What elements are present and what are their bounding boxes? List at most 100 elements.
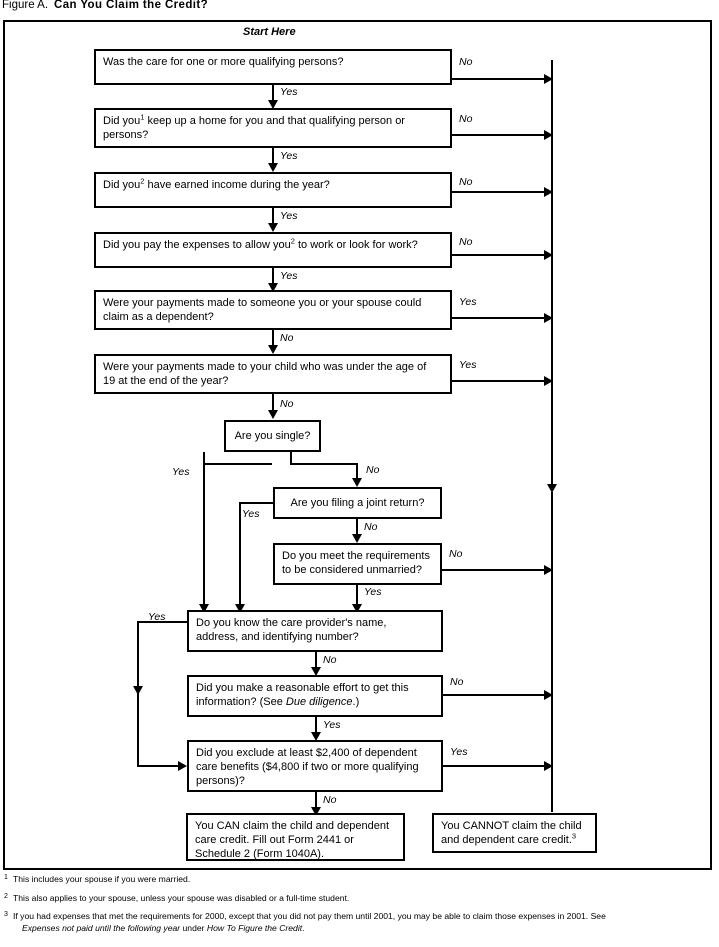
question-box-q6[interactable]: Were your payments made to your child wh… xyxy=(94,354,452,394)
q4-text: Did you pay the expenses to allow you2 t… xyxy=(103,237,443,252)
label-q3-yes: Yes xyxy=(280,210,298,222)
q2-line2: persons? xyxy=(103,129,149,141)
label-q12-yes: Yes xyxy=(450,746,468,758)
q5-line2: claim as a dependent? xyxy=(103,311,214,323)
arrowhead-q12-no xyxy=(311,807,321,816)
q3-line1-a: Did you xyxy=(103,179,141,191)
connector-q3-yes xyxy=(272,208,274,226)
q11-line1: Did you make a reasonable effort to get … xyxy=(196,682,409,694)
connector-q11-yes xyxy=(315,717,317,735)
arrowhead-q9-yes xyxy=(352,604,362,613)
arrowhead-q12-yes xyxy=(544,761,553,771)
footnote-3-text-a: If you had expenses that met the require… xyxy=(13,911,606,921)
arrowhead-q4-no xyxy=(544,250,553,260)
arrowhead-q9-no xyxy=(544,565,553,575)
connector-q11-no xyxy=(443,694,545,696)
connector-q7-yes-horizontal xyxy=(203,463,272,465)
label-q1-no: No xyxy=(459,56,473,68)
connector-q7-no-stub xyxy=(290,452,292,465)
q1-text: Was the care for one or more qualifying … xyxy=(103,56,344,68)
question-box-q10[interactable]: Do you know the care provider's name, ad… xyxy=(187,610,443,652)
result-cannot-line2-a: and dependent care credit. xyxy=(441,834,572,846)
result-can-line1: You CAN claim the child and dependent xyxy=(195,820,390,832)
footnote-1-marker: 1 xyxy=(4,874,8,881)
connector-q1-yes xyxy=(272,85,274,103)
connector-q4-no xyxy=(452,254,545,256)
footnotes-block: 1 This includes your spouse if you were … xyxy=(4,874,716,941)
arrowhead-q7-yes xyxy=(199,604,209,613)
label-q9-no: No xyxy=(449,548,463,560)
footnote-3-text-b: . xyxy=(302,922,305,933)
q3-footnote-marker: 2 xyxy=(140,176,145,186)
arrowhead-q10-yes-mid xyxy=(133,686,143,695)
connector-q6-yes xyxy=(452,380,545,382)
result-box-can-claim[interactable]: You CAN claim the child and dependent ca… xyxy=(186,813,405,861)
connector-q3-no xyxy=(452,191,545,193)
q4-line1-a: Did you pay the expenses to allow you xyxy=(103,239,291,251)
label-q7-no: No xyxy=(366,464,380,476)
question-box-q3[interactable]: Did you2 have earned income during the y… xyxy=(94,172,452,208)
arrowhead-q6-yes xyxy=(544,376,553,386)
footnote-1-text: This includes your spouse if you were ma… xyxy=(13,874,191,884)
result-can-line3: Schedule 2 (Form 1040A). xyxy=(195,848,325,860)
flowchart-frame xyxy=(3,20,712,870)
connector-q8-yes-vertical xyxy=(239,502,241,608)
q2-line1-b: keep up a home for you and that qualifyi… xyxy=(144,115,405,127)
connector-q6-no xyxy=(272,394,274,412)
question-box-q4[interactable]: Did you pay the expenses to allow you2 t… xyxy=(94,232,452,268)
arrowhead-q7-no xyxy=(352,478,362,487)
label-q8-no: No xyxy=(364,521,378,533)
footnote-3-mid: under xyxy=(180,922,207,933)
q2-footnote-marker: 1 xyxy=(140,112,145,122)
connector-q7-no-horizontal xyxy=(290,463,358,465)
connector-q1-no xyxy=(452,78,545,80)
question-box-q5[interactable]: Were your payments made to someone you o… xyxy=(94,290,452,330)
q12-line2: care benefits ($4,800 if two or more qua… xyxy=(196,761,419,773)
connector-q8-no xyxy=(356,519,358,537)
q11-line2: information? (See Due diligence.) xyxy=(196,695,434,709)
q12-line3: persons)? xyxy=(196,775,245,787)
figure-name: Can You Claim the Credit? xyxy=(54,0,209,11)
label-q2-yes: Yes xyxy=(280,150,298,162)
result-cannot-line1: You CANNOT claim the child xyxy=(441,820,582,832)
question-box-q8[interactable]: Are you filing a joint return? xyxy=(273,487,442,519)
q8-text: Are you filing a joint return? xyxy=(290,497,425,509)
footnote-2: 2 This also applies to your spouse, unle… xyxy=(4,893,716,905)
arrowhead-q10-yes xyxy=(178,761,187,771)
connector-q10-yes-horizontal xyxy=(137,621,189,623)
right-rail-line xyxy=(551,60,553,491)
q6-line2: 19 at the end of the year? xyxy=(103,375,229,387)
question-box-q9[interactable]: Do you meet the requirements to be consi… xyxy=(273,543,442,585)
arrowhead-q3-no xyxy=(544,187,553,197)
arrowhead-q5-no xyxy=(268,345,278,354)
right-rail-line-lower xyxy=(551,492,553,812)
connector-q10-no xyxy=(315,652,317,670)
connector-q9-no xyxy=(442,569,545,571)
label-q11-yes: Yes xyxy=(323,719,341,731)
start-here-label: Start Here xyxy=(243,26,296,38)
q4-line1-b: to work or look for work? xyxy=(294,239,418,251)
label-q7-yes: Yes xyxy=(172,466,190,478)
q2-text: Did you1 keep up a home for you and that… xyxy=(103,112,443,128)
footnote-3-italic-a: Expenses not paid until the following ye… xyxy=(22,922,181,933)
connector-q8-yes-horizontal xyxy=(239,502,275,504)
question-box-q1[interactable]: Was the care for one or more qualifying … xyxy=(94,49,452,85)
arrowhead-q4-yes xyxy=(268,283,278,292)
q9-line1: Do you meet the requirements xyxy=(282,550,430,562)
result-box-cannot-claim[interactable]: You CANNOT claim the child and dependent… xyxy=(432,813,597,853)
question-box-q7[interactable]: Are you single? xyxy=(224,420,321,452)
question-box-q11[interactable]: Did you make a reasonable effort to get … xyxy=(187,675,443,717)
connector-q10-yes-into-q12 xyxy=(137,765,182,767)
connector-q12-no xyxy=(315,792,317,810)
label-q12-no: No xyxy=(323,794,337,806)
connector-q7-yes-vertical xyxy=(203,463,205,608)
question-box-q12[interactable]: Did you exclude at least $2,400 of depen… xyxy=(187,740,443,792)
result-cannot-line2: and dependent care credit.3 xyxy=(441,832,588,847)
arrowhead-q8-yes xyxy=(235,604,245,613)
label-q6-no: No xyxy=(280,398,294,410)
arrowhead-q5-yes xyxy=(544,313,553,323)
footnote-3: 3 If you had expenses that met the requi… xyxy=(4,911,716,934)
question-box-q2[interactable]: Did you1 keep up a home for you and that… xyxy=(94,108,452,148)
label-q1-yes: Yes xyxy=(280,86,298,98)
